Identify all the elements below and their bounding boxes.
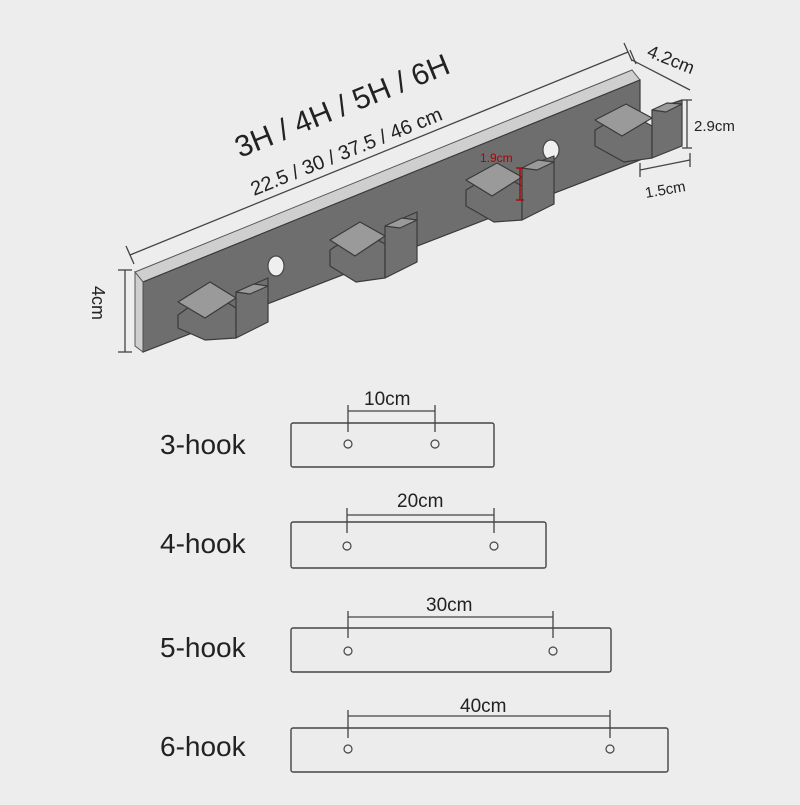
mounting-hole-left [267,255,285,277]
mounting-hole [343,439,353,449]
variant-label: 6-hook [160,731,247,762]
variant-5-hook: 5-hook 30cm [160,595,612,673]
mounting-hole [489,541,499,551]
hook-4 [594,99,683,163]
hook-gap-label: 1.9cm [480,151,513,165]
plate-height-label: 4cm [88,286,108,320]
mounting-hole [605,744,615,754]
length-dimension [125,42,633,265]
mounting-hole [430,439,440,449]
hook-1 [177,277,269,341]
hook-2 [329,211,418,283]
product-drawing [134,69,683,353]
plate-outline [290,521,547,569]
mounting-hole [548,646,558,656]
depth-dimension [629,49,691,91]
plate-outline [290,627,612,673]
variant-4-hook: 4-hook 20cm [160,491,547,569]
spacing-label: 30cm [426,595,472,616]
mounting-hole [343,744,353,754]
spacing-label: 10cm [364,389,410,410]
variant-6-hook: 6-hook 40cm [160,696,669,773]
depth-label: 4.2cm [645,41,698,78]
plate-outline [290,422,495,468]
hook-height-label: 2.9cm [694,118,735,135]
hook-height-dimension [682,99,692,149]
variant-3-hook: 3-hook 10cm [160,389,495,468]
mounting-hole [342,541,352,551]
hook-gap-dimension [516,167,524,201]
hook-3 [465,155,555,223]
hook-width-dimension [639,153,691,177]
variant-label: 3-hook [160,429,247,460]
plate-end-face [134,270,144,353]
variant-label: 4-hook [160,528,247,559]
variant-label: 5-hook [160,632,247,663]
spacing-label: 40cm [460,696,506,717]
spacing-label: 20cm [397,491,443,512]
plate-height-dimension [118,269,132,353]
plate-outline [290,727,669,773]
hook-width-label: 1.5cm [644,178,687,202]
mounting-hole [343,646,353,656]
